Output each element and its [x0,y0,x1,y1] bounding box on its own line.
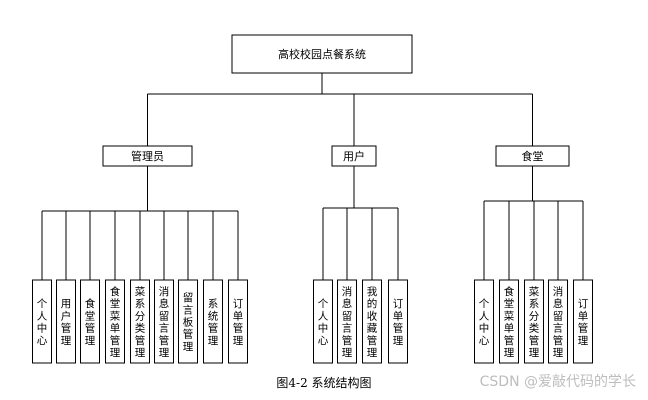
group-canteen-leaf-box [499,279,519,364]
group-canteen-leaf-box [474,279,494,364]
group-user-leaf-label: 我的收藏管理 [367,286,378,359]
group-canteen-leaf-box [548,279,568,364]
group-admin-leaf: 菜系分类管理 [130,279,150,364]
group-user: 用户 [331,145,377,167]
group-canteen-leaf: 个人中心 [474,279,494,364]
group-admin-leaf-label: 食堂管理 [85,297,96,347]
group-admin-leaf: 个人中心 [32,279,52,364]
group-admin-leaf-label: 菜系分类管理 [135,286,146,359]
group-user-leaf-label: 消息留言管理 [342,285,353,359]
group-admin-leaf-label: 订单管理 [233,298,244,347]
group-admin-leaf-label: 消息留言管理 [159,285,170,359]
group-user-leaf-box [313,279,333,364]
group-user-leaf-box [388,279,408,364]
root-node-box [231,34,413,74]
group-user-leaf-box [362,279,382,364]
group-canteen-leaf-label: 消息留言管理 [553,285,564,359]
group-admin-leaf-box [154,279,174,364]
group-admin-leaf-label: 食堂菜单管理 [110,285,121,359]
group-canteen-leaf-label: 食堂菜单管理 [504,285,515,359]
root-node: 高校校园点餐系统 [231,34,413,74]
group-canteen-box [495,145,570,167]
group-admin-leaf: 系统管理 [203,279,223,364]
group-user-leaf-box [337,279,357,364]
group-admin-leaf: 消息留言管理 [154,279,174,364]
group-canteen-leaf-label: 个人中心 [479,298,490,347]
group-admin-leaf-label: 系统管理 [208,298,219,347]
group-canteen-leaf-box [573,279,593,364]
group-canteen-leaf: 菜系分类管理 [524,279,544,364]
group-canteen-label: 食堂 [522,149,544,163]
group-user-label: 用户 [343,149,365,163]
group-admin-leaf-box [56,279,76,364]
group-canteen-leaf: 订单管理 [573,279,593,364]
figure-caption: 图4-2 系统结构图 [276,376,372,390]
group-user-leaf: 订单管理 [388,279,408,364]
group-admin-leaf-box [228,279,248,364]
group-admin-leaf-box [203,279,223,364]
group-user-leaf: 个人中心 [313,279,333,364]
group-admin: 管理员 [102,145,193,167]
group-user-leaf-label: 个人中心 [318,298,329,347]
group-admin-leaf-box [80,279,100,364]
group-admin-leaf: 留言板管理 [178,279,198,364]
group-user-leaf: 我的收藏管理 [362,279,382,364]
group-canteen-leaf-box [524,279,544,364]
group-admin-label: 管理员 [131,149,164,163]
group-admin-leaf-label: 留言板管理 [183,291,194,353]
group-admin-leaf: 食堂管理 [80,279,100,364]
group-admin-leaf-box [178,279,198,364]
watermark: CSDN @爱敲代码的学长 [479,374,636,390]
group-canteen-leaf: 食堂菜单管理 [499,279,519,364]
group-canteen-leaf: 消息留言管理 [548,279,568,364]
group-admin-leaf: 订单管理 [228,279,248,364]
group-admin-leaf-label: 个人中心 [37,298,48,347]
group-admin-leaf-label: 用户管理 [61,298,72,347]
group-user-box [331,145,377,167]
group-admin-leaf-box [130,279,150,364]
group-admin-leaf-box [105,279,125,364]
root-node-label: 高校校园点餐系统 [278,47,366,61]
group-canteen-leaf-label: 订单管理 [578,298,589,347]
group-admin-box [102,145,193,167]
group-admin-leaf: 用户管理 [56,279,76,364]
group-user-leaf: 消息留言管理 [337,279,357,364]
group-admin-leaf-box [32,279,52,364]
group-admin-leaf: 食堂菜单管理 [105,279,125,364]
group-canteen-leaf-label: 菜系分类管理 [529,286,540,359]
group-user-leaf-label: 订单管理 [393,298,404,347]
group-canteen: 食堂 [495,145,570,167]
